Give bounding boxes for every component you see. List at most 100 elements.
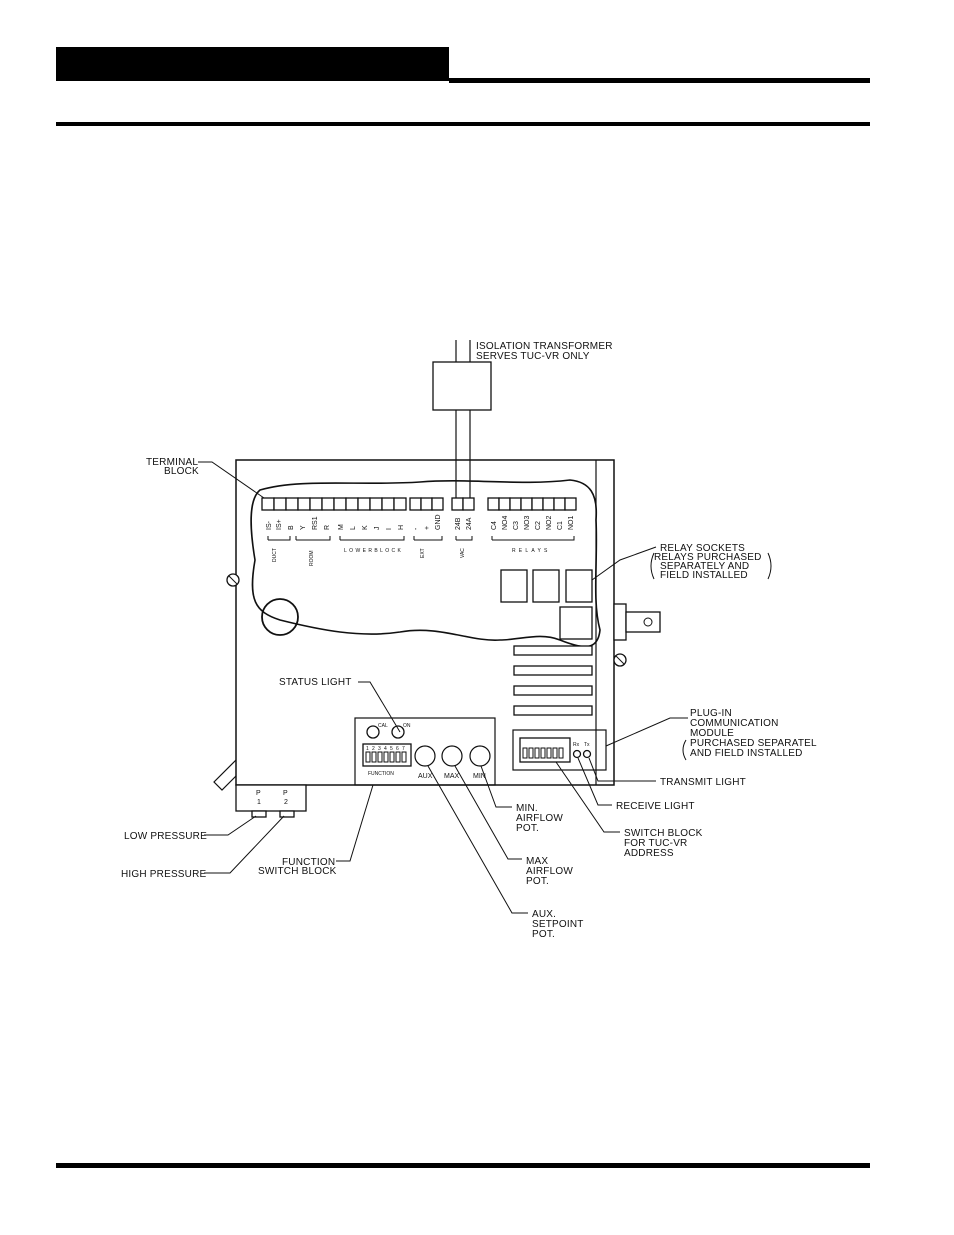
terminal-block — [261, 497, 577, 511]
function-panel: CAL ON 1 2 3 4 5 6 7 FUNCTION AUX MAX MI… — [354, 717, 496, 786]
plugin-label-line2: COMMUNICATION — [690, 718, 779, 729]
dip-number: 1 — [366, 746, 369, 752]
terminal-label: J — [374, 527, 381, 531]
high-pressure-label: HIGH PRESSURE — [121, 869, 207, 880]
plugin-label-line5: AND FIELD INSTALLED — [690, 748, 803, 759]
switch-block-label-line2: FOR TUC-VR — [624, 838, 687, 849]
rx-label: Rx — [573, 742, 580, 748]
function-switch-label-line2: SWITCH BLOCK — [258, 866, 337, 877]
port2-top: P — [283, 790, 288, 797]
header-rule — [449, 78, 870, 83]
min-pot-callout-line3: POT. — [516, 823, 539, 834]
communication-module: Rx Tx — [512, 729, 607, 771]
dip-number: 5 — [390, 746, 393, 752]
terminal-label: GND — [435, 514, 442, 530]
relay-paren-right — [767, 552, 772, 580]
terminal-label: B — [288, 525, 295, 530]
dip-number: 2 — [372, 746, 375, 752]
aux-pot-callout-line3: POT. — [532, 929, 555, 940]
group-label-vac: VAC — [460, 548, 466, 558]
max-pot-label: MAX — [444, 773, 460, 780]
max-pot-callout-line3: POT. — [526, 876, 549, 887]
controller-board — [213, 459, 661, 791]
function-switch-label-line1: FUNCTION — [282, 857, 335, 868]
terminal-label: - — [413, 527, 420, 530]
low-pressure-label: LOW PRESSURE — [124, 831, 207, 842]
aux-pot-callout-line1: AUX. — [532, 909, 556, 920]
terminal-block-label-line1: TERMINAL — [146, 457, 198, 468]
on-led-label: ON — [403, 723, 411, 729]
terminal-label: RS1 — [312, 516, 319, 530]
pressure-ports: P 1 P 2 — [235, 784, 307, 818]
terminal-label: C1 — [557, 521, 564, 530]
cal-led-label: CAL — [378, 723, 388, 729]
switch-block-label-line1: SWITCH BLOCK — [624, 828, 703, 839]
terminal-label: 24B — [455, 517, 462, 530]
port1-top: P — [256, 790, 261, 797]
terminal-label: IS+ — [276, 519, 283, 530]
isolation-label-line2: SERVES TUC-VR ONLY — [476, 351, 590, 362]
terminal-label: H — [398, 525, 405, 530]
port2-bottom: 2 — [284, 799, 288, 806]
relay-sockets — [500, 569, 593, 640]
terminal-label: M — [338, 524, 345, 530]
terminal-label: I — [386, 528, 393, 530]
terminal-block-label-line2: BLOCK — [164, 466, 199, 477]
dip-number: 3 — [378, 746, 381, 752]
plugin-label-line3: MODULE — [690, 728, 734, 739]
isolation-label-line1: ISOLATION TRANSFORMER — [476, 341, 613, 352]
plugin-label-line4: PURCHASED SEPARATEL — [690, 738, 817, 749]
port1-bottom: 1 — [257, 799, 261, 806]
max-pot-callout-line1: MAX — [526, 856, 548, 867]
terminal-label: Y — [300, 525, 307, 530]
max-pot-callout-line2: AIRFLOW — [526, 866, 573, 877]
terminal-label: C3 — [513, 521, 520, 530]
terminal-label: + — [424, 526, 431, 530]
relay-label-line3: SEPARATELY AND — [660, 561, 749, 572]
relay-paren-left — [650, 552, 655, 580]
terminal-label: 24A — [466, 517, 473, 530]
terminal-label: NO1 — [568, 516, 575, 531]
min-pot-callout-line2: AIRFLOW — [516, 813, 563, 824]
plugin-label-line1: PLUG-IN — [690, 708, 732, 719]
header-rule-lower — [56, 122, 870, 126]
terminal-label: R — [324, 525, 331, 530]
leader-lines — [198, 461, 688, 914]
tx-label: Tx — [584, 742, 590, 748]
aux-pot-callout-line2: SETPOINT — [532, 919, 584, 930]
dip-number: 4 — [384, 746, 387, 752]
terminal-label: L — [350, 526, 357, 530]
terminal-label: K — [362, 525, 369, 530]
receive-light-label: RECEIVE LIGHT — [616, 801, 695, 812]
terminal-label: C4 — [491, 521, 498, 530]
group-label-lower: LOWERBLOCK — [344, 548, 403, 554]
terminal-label: NO4 — [502, 516, 509, 531]
status-light-label: STATUS LIGHT — [279, 677, 352, 688]
relay-label-line2: RELAYS PURCHASED — [654, 552, 762, 563]
min-pot-callout-line1: MIN. — [516, 803, 538, 814]
aux-pot-label: AUX — [418, 773, 433, 780]
group-label-room: ROOM — [309, 550, 315, 566]
relay-label-line4: FIELD INSTALLED — [660, 570, 748, 581]
terminal-label: NO3 — [524, 516, 531, 531]
transmit-light-label: TRANSMIT LIGHT — [660, 777, 746, 788]
plugin-paren — [682, 739, 687, 761]
terminal-label: IS- — [266, 520, 273, 530]
switch-block-label-line3: ADDRESS — [624, 848, 674, 859]
relay-label-line1: RELAY SOCKETS — [660, 543, 745, 554]
function-dip-switches — [365, 751, 407, 763]
footer-rule — [56, 1163, 870, 1168]
dip-number: 7 — [402, 746, 405, 752]
heatsink-fins — [513, 645, 593, 716]
group-label-ext: EXT — [420, 548, 426, 558]
terminal-labels: IS- IS+ B Y RS1 R M L K J I H - + GND 24… — [266, 514, 575, 566]
terminal-label: NO2 — [546, 516, 553, 531]
min-pot-label: MIN — [473, 773, 486, 780]
function-panel-label: FUNCTION — [368, 771, 394, 777]
group-label-duct: DUCT — [272, 548, 278, 562]
isolation-transformer — [432, 340, 492, 500]
header-black-bar — [56, 47, 449, 81]
terminal-label: C2 — [535, 521, 542, 530]
dip-number: 6 — [396, 746, 399, 752]
